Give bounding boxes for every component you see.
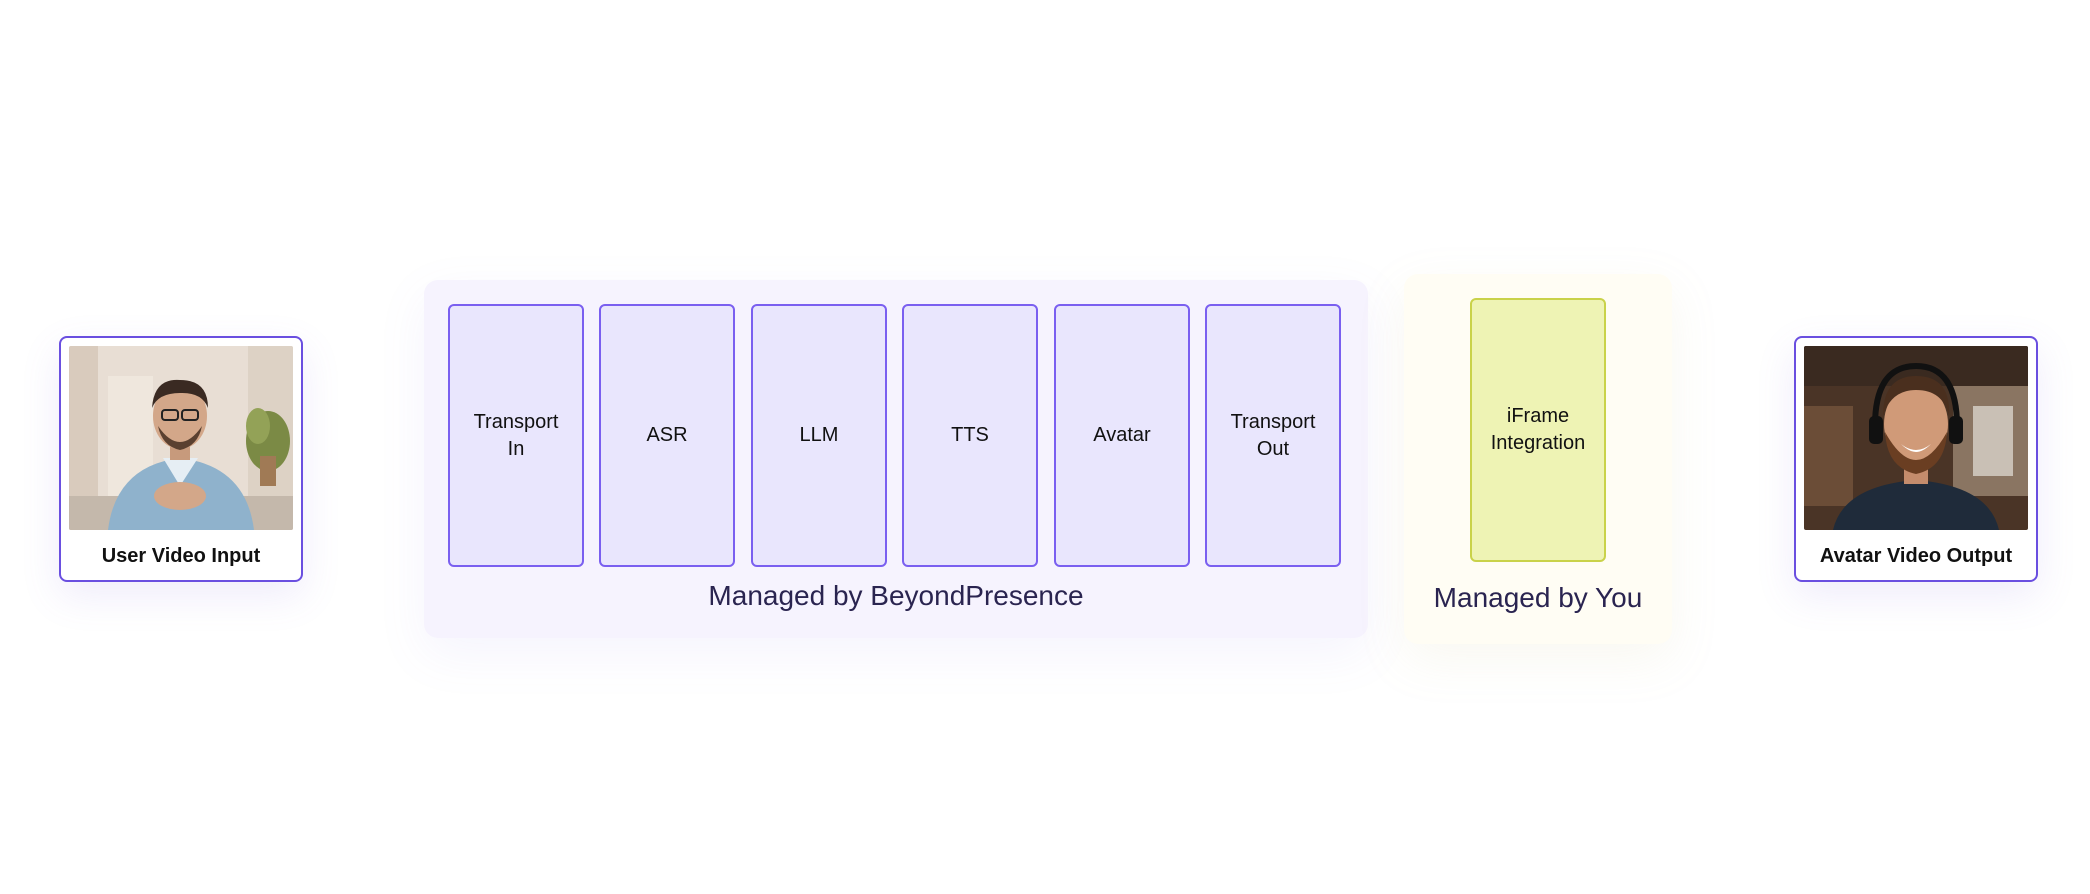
user-video-input-label: User Video Input — [101, 545, 261, 567]
module-llm: LLM — [751, 304, 887, 567]
module-asr: ASR — [599, 304, 735, 567]
managed-by-beyondpresence-caption: Managed by BeyondPresence — [708, 580, 1084, 611]
avatar-video-output-label: Avatar Video Output — [1819, 545, 2013, 567]
module-tts: TTS — [902, 304, 1038, 567]
avatar-photo — [1804, 346, 2028, 530]
user-video-input-card: User Video Input — [59, 336, 303, 582]
avatar-video-output-card: Avatar Video Output — [1794, 336, 2038, 582]
module-avatar: Avatar — [1054, 304, 1190, 567]
managed-by-you-caption: Managed by You — [1433, 582, 1643, 613]
user-photo — [69, 346, 293, 530]
